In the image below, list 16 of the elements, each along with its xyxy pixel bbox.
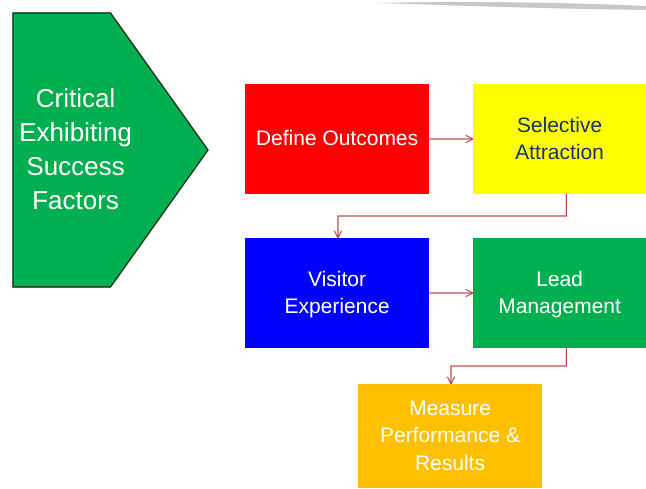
arrow xyxy=(446,348,568,385)
box-label: Selective Attraction xyxy=(514,112,605,166)
box-label: Define Outcomes xyxy=(256,126,418,152)
process-box xyxy=(473,238,646,348)
arrow xyxy=(334,194,568,239)
box-label: Measure Performance & Results xyxy=(378,396,522,477)
arrow xyxy=(429,288,474,298)
arrow xyxy=(429,134,474,144)
box-label: Lead Management xyxy=(497,266,622,320)
box-label: Visitor Experience xyxy=(283,266,391,320)
process-box xyxy=(473,84,646,194)
process-box xyxy=(245,84,429,194)
box-label: Critical Exhibiting Success Factors xyxy=(18,82,133,217)
process-box xyxy=(245,238,429,348)
pentagon-arrow-shape xyxy=(12,12,209,288)
process-box xyxy=(358,384,542,488)
